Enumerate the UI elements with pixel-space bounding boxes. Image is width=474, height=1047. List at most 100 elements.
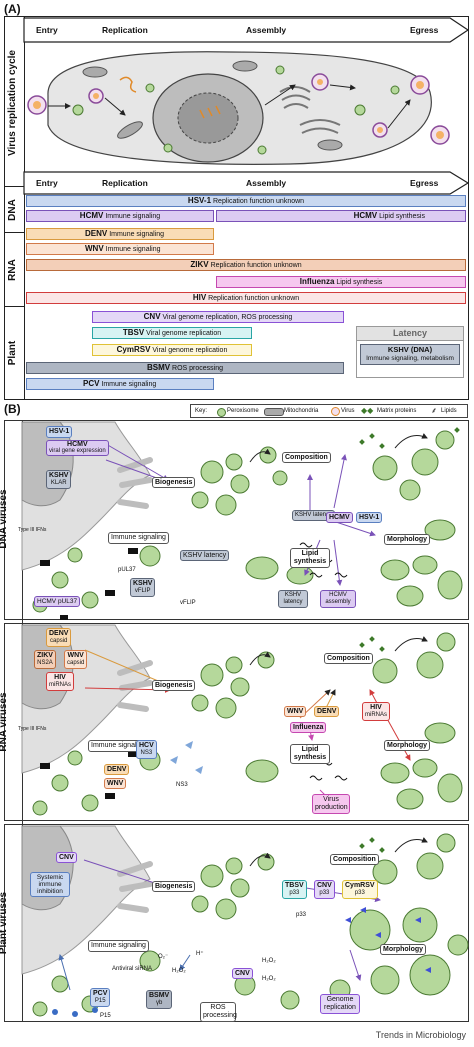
bar-hsv1-desc: Replication function unknown (213, 198, 305, 205)
dna-pul37: pUL37 (118, 567, 136, 573)
key-matrix: Matrix proteins (377, 408, 417, 414)
dna-hcmv-assembly: HCMV assembly (320, 590, 356, 608)
key-lipids: Lipids (441, 408, 457, 414)
latency-kshv-name: KSHV (DNA) (387, 345, 433, 354)
rna-ns3: NS3 (176, 782, 188, 788)
bar-cymrsv-name: CymRSV (116, 345, 151, 354)
plant-o2-1: O₂⁻ (158, 954, 169, 960)
bar-cnv-name: CNV (143, 312, 161, 321)
plant-immune-signaling: Immune signaling (88, 940, 149, 952)
plant-cymrsv-text: CymRSV (345, 882, 375, 889)
dna-morphology: Morphology (384, 534, 431, 545)
plant-cnv3-sub: p33 (319, 890, 330, 896)
plant-tbsv-text: TBSV (285, 882, 304, 889)
bar-pcv-desc: Immune signaling (101, 381, 157, 388)
bar-tbsv: TBSV Viral genome replication (92, 327, 252, 339)
rna-zikv-sub: NS2A (37, 660, 53, 666)
plant-p15: P15 (100, 1013, 111, 1019)
bar-cnv: CNV Viral genome replication, ROS proces… (92, 311, 344, 323)
rna-hiv2-text: HIV (370, 704, 382, 711)
bar-zikv: ZIKV Replication function unknown (26, 259, 466, 271)
section-dna-frame (4, 420, 469, 620)
key-mitochondria: Mitochondria (284, 408, 319, 414)
dna-hcmv-mid: HCMV (326, 512, 353, 523)
bar-hcmv-lipid: HCMV Lipid synthesis (216, 210, 466, 222)
dna-immune-signaling: Immune signaling (108, 532, 169, 544)
stage-replication-top: Replication (102, 25, 148, 35)
rna-denv-sub: capsid (50, 638, 68, 644)
bar-zikv-desc: Replication function unknown (210, 262, 302, 269)
plant-h2o2-3: H₂O₂ (262, 976, 276, 982)
matrix-protein-icon: ◆◆ (361, 406, 374, 415)
divider-1 (4, 186, 24, 187)
dna-hsv1-mid: HSV-1 (356, 512, 383, 523)
panel-a-graphics (23, 17, 470, 195)
plant-h2o2-2: H₂O₂ (262, 958, 276, 964)
plant-ros-processing: ROS processing (200, 1002, 237, 1022)
bar-wnv-desc: Immune signaling (105, 246, 161, 253)
bar-bsmv-name: BSMV (146, 363, 171, 372)
plant-cymrsv-sub: p33 (354, 890, 365, 896)
key-virus: Virus (341, 408, 355, 414)
rna-denv-2: DENV (104, 764, 130, 775)
bar-influenza-name: Influenza (299, 277, 335, 286)
plant-p33: p33 (296, 912, 307, 918)
panel-a-frame (4, 16, 469, 400)
bar-hcmv-immune-desc: Immune signaling (105, 213, 161, 220)
dna-hcmv-sub: viral gene expression (49, 448, 106, 454)
rna-hiv-sub: miRNAs (49, 682, 71, 688)
dna-lipid-synthesis: Lipid synthesis (290, 548, 330, 568)
bar-hcmv-immune: HCMV Immune signaling (26, 210, 214, 222)
dna-biogenesis: Biogenesis (152, 477, 196, 488)
dna-vflip: vFLIP (180, 600, 196, 606)
plant-tbsv-sub: p33 (289, 890, 300, 896)
stage-entry-bottom: Entry (36, 178, 58, 188)
bar-hiv-desc: Replication function unknown (208, 295, 300, 302)
rna-wnv-text: WNV (67, 652, 84, 659)
bar-wnv: WNV Immune signaling (26, 243, 214, 255)
bar-influenza: Influenza Lipid synthesis (216, 276, 466, 288)
stage-assembly-top: Assembly (246, 25, 287, 35)
bar-bsmv: BSMV ROS processing (26, 362, 344, 374)
type3-ifn-rna: Type III IFNs (18, 726, 47, 732)
bar-hsv1: HSV-1 Replication function unknown (26, 195, 466, 207)
divider-2 (4, 232, 24, 233)
plant-h2o2-1: H₂O₂ (172, 968, 186, 974)
plant-cnv-2: CNV (232, 968, 253, 979)
bar-hiv: HIV Replication function unknown (26, 292, 466, 304)
dna-kshv-text: KSHV (49, 472, 69, 479)
latency-kshv-desc: Immune signaling, metabolism (366, 355, 454, 362)
bar-bsmv-desc: ROS processing (172, 365, 224, 372)
journal-footer: Trends in Microbiology (375, 1030, 466, 1040)
dna-hcmv-text: HCMV (67, 441, 88, 448)
stage-assembly-bottom: Assembly (246, 178, 287, 188)
bar-cnv-desc: Viral genome replication, ROS processing (162, 314, 293, 321)
dna-kshv-vflip-sub: vFLIP (134, 588, 151, 594)
virus-icon (331, 407, 340, 416)
rna-biogenesis: Biogenesis (152, 680, 196, 691)
plant-biogenesis: Biogenesis (152, 881, 196, 892)
rna-influenza: Influenza (290, 722, 327, 733)
rna-zikv-text: ZIKV (37, 652, 53, 659)
peroxisome-icon (217, 408, 226, 417)
bar-tbsv-desc: Viral genome replication (146, 330, 222, 337)
rna-wnv-sub: capsid (67, 660, 85, 666)
section-plant-frame (4, 824, 469, 1022)
plant-composition: Composition (330, 854, 379, 865)
lipid-icon: ⸙ (431, 406, 437, 415)
bar-cymrsv: CymRSV Viral genome replication (92, 344, 252, 356)
plant-cnv3-text: CNV (317, 882, 332, 889)
plant-genome-replication: Genome replication (320, 994, 360, 1014)
panel-b-letter: (B) (4, 402, 21, 416)
latency-title: Latency (357, 327, 463, 341)
bar-pcv-name: PCV (83, 379, 100, 388)
bar-hcmv-lipid-desc: Lipid synthesis (379, 213, 425, 220)
rna-hiv2-sub: miRNAs (365, 712, 387, 718)
dna-hcmv-pul37: HCMV pUL37 (34, 596, 81, 607)
